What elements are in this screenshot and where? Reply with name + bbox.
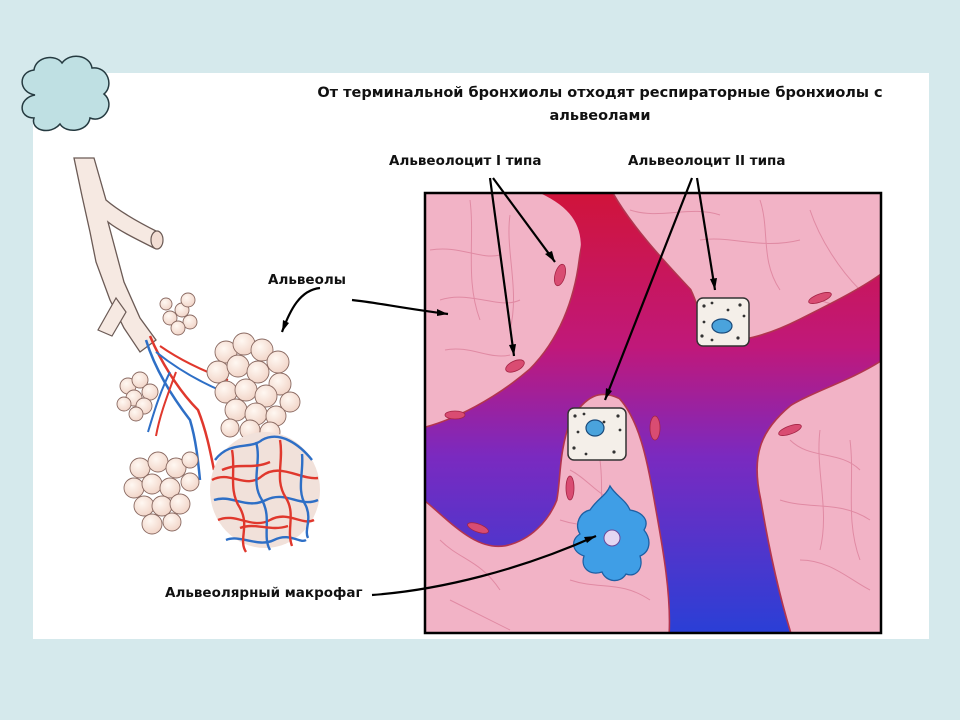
label-alveolocyte-type2: Альвеолоцит II типа [628, 153, 786, 169]
tissue-panel-frame [423, 191, 883, 635]
diagram-title: От терминальной бронхиолы отходят респир… [317, 85, 883, 124]
type2-cell-upper [696, 297, 750, 347]
bronchial-tree [73, 157, 229, 481]
type2-cell-lower [567, 407, 627, 461]
alveolar-tissue-panel [425, 193, 881, 633]
label-alveoli: Альвеолы [268, 272, 346, 288]
cloud-shape [21, 55, 110, 132]
label-alveolocyte-type1: Альвеолоцит I типа [389, 153, 542, 169]
capillary-network [210, 432, 320, 553]
alveolar-clusters [116, 292, 301, 535]
label-macrophage: Альвеолярный макрофаг [165, 585, 363, 601]
arrow-heads [282, 251, 717, 543]
